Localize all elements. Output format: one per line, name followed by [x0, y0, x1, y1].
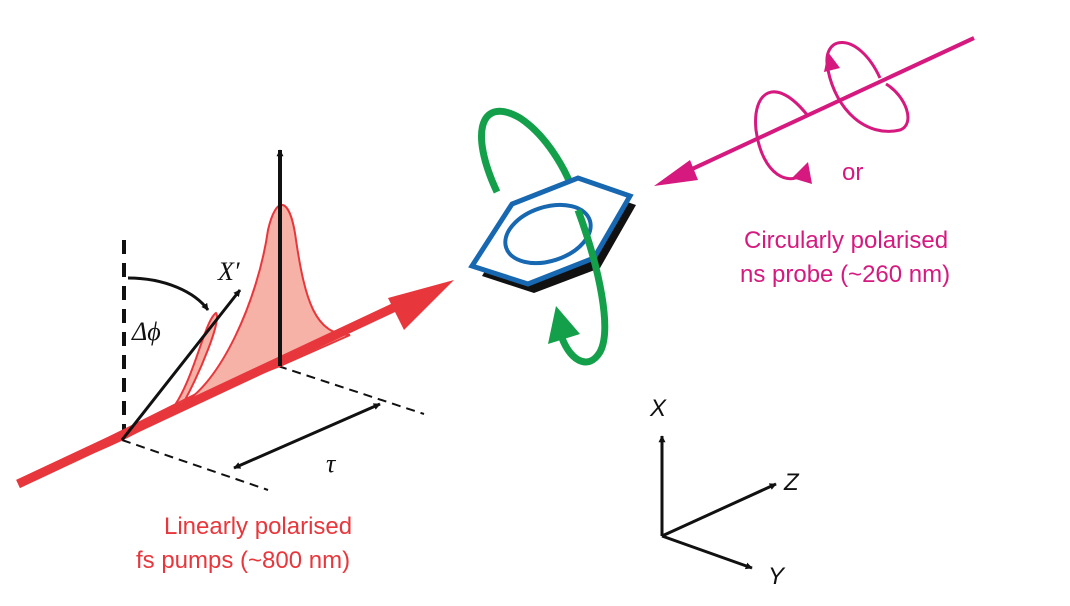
- pump-label-line1: Linearly polarised: [164, 513, 352, 540]
- tau-double-arrow: [233, 402, 381, 470]
- delta-phi-label: Δϕ: [131, 317, 161, 346]
- molecule-inner-ring: [503, 202, 593, 266]
- probe-beam: [689, 36, 975, 172]
- rotation-arrowhead: [548, 306, 580, 344]
- axis-z-arrow: [661, 482, 777, 538]
- rotation-arrow-back: [478, 107, 582, 211]
- axis-x-label: X: [649, 395, 667, 422]
- molecule-ring: [468, 175, 634, 287]
- delta-phi-arc-arrow: [127, 276, 210, 311]
- tau-dashed-line-right: [277, 365, 425, 415]
- pump-beam-arrowhead: [388, 280, 454, 330]
- rotation-arrow-front: [556, 208, 609, 366]
- pump-beam: [16, 295, 412, 489]
- tau-label: τ: [326, 449, 337, 478]
- x-prime-label: X′: [217, 257, 240, 286]
- circular-polarisation-right-arrowhead: [824, 52, 840, 72]
- axis-z-label: Z: [783, 469, 800, 496]
- probe-beam-arrowhead: [654, 160, 698, 186]
- pump-label-line2: fs pumps (~800 nm): [136, 547, 350, 574]
- axis-y-arrow: [661, 534, 753, 570]
- probe-or-label: or: [842, 159, 863, 186]
- probe-label-line1: Circularly polarised: [744, 227, 948, 254]
- axis-y-label: Y: [768, 563, 786, 590]
- tau-dashed-line-left: [121, 439, 269, 491]
- tilted-polarisation-arrow: [120, 289, 242, 441]
- circular-polarisation-left-arrowhead: [792, 162, 812, 184]
- probe-label-line2: ns probe (~260 nm): [740, 261, 950, 288]
- circular-polarisation-left: [754, 90, 810, 181]
- circular-polarisation-right: [825, 41, 910, 133]
